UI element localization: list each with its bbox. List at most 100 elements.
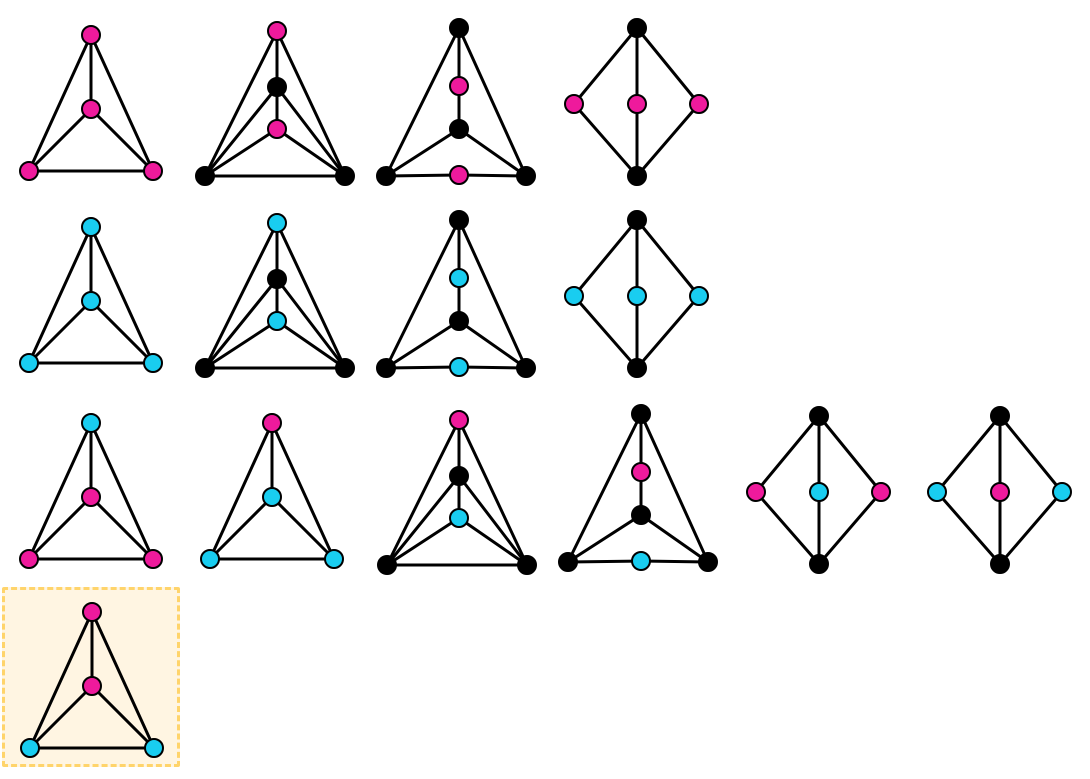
graph-r3-tetra-b bbox=[200, 413, 344, 569]
node-top-cyan bbox=[267, 213, 287, 233]
node-center-cyan bbox=[81, 291, 101, 311]
node-br-black bbox=[516, 358, 536, 378]
edge-top-br bbox=[89, 421, 155, 561]
edge-center-br bbox=[457, 127, 528, 178]
graph-r3-diamond-b bbox=[927, 406, 1072, 574]
edge-top-br bbox=[90, 610, 156, 750]
node-bl-black bbox=[195, 358, 215, 378]
node-top-cyan bbox=[81, 217, 101, 237]
node-br-cyan bbox=[143, 353, 163, 373]
node-center-black bbox=[449, 119, 469, 139]
node-top-magenta bbox=[81, 25, 101, 45]
edge-left-bottom bbox=[754, 490, 821, 566]
node-upper-magenta bbox=[449, 76, 469, 96]
node-left-cyan bbox=[564, 286, 584, 306]
edge-top-bl bbox=[27, 421, 93, 561]
node-right-magenta bbox=[871, 482, 891, 502]
node-upper-cyan bbox=[449, 268, 469, 288]
edge-bl-bottom bbox=[384, 365, 461, 370]
edge-mid-bl bbox=[385, 474, 461, 567]
node-center-black bbox=[449, 311, 469, 331]
edge-center-br bbox=[90, 684, 156, 750]
node-bl-black bbox=[376, 166, 396, 186]
edge-top-left bbox=[935, 414, 1002, 494]
node-mid-black bbox=[267, 269, 287, 289]
edge-center-bl bbox=[27, 107, 93, 173]
node-top-black bbox=[627, 18, 647, 38]
graph-r1-tetra-sub bbox=[195, 21, 355, 186]
node-center-magenta bbox=[990, 482, 1010, 502]
edge-top-bl bbox=[27, 33, 93, 173]
node-br-magenta bbox=[143, 549, 163, 569]
node-center-cyan bbox=[267, 311, 287, 331]
node-center-magenta bbox=[267, 119, 287, 139]
edge-left-bottom bbox=[572, 102, 639, 178]
node-left-cyan bbox=[927, 482, 947, 502]
edge-center-bl bbox=[203, 319, 279, 370]
node-center-cyan bbox=[809, 482, 829, 502]
node-bottom-cyan bbox=[631, 551, 651, 571]
node-br-cyan bbox=[324, 549, 344, 569]
graph-r3-tetra-sub bbox=[377, 410, 537, 575]
node-bottom-black bbox=[990, 554, 1010, 574]
node-bl-cyan bbox=[19, 353, 39, 373]
node-bl-black bbox=[376, 358, 396, 378]
edge-center-br bbox=[457, 516, 529, 567]
node-bl-black bbox=[195, 166, 215, 186]
edge-center-br bbox=[457, 319, 528, 370]
edge-center-br bbox=[275, 319, 347, 370]
edge-center-br bbox=[639, 513, 710, 564]
edge-mid-br bbox=[275, 277, 347, 370]
graph-r2-diamond bbox=[564, 210, 709, 378]
edge-top-bl bbox=[384, 26, 461, 178]
edge-bl-bottom bbox=[566, 559, 643, 564]
edge-right-bottom bbox=[635, 102, 701, 178]
node-br-cyan bbox=[144, 738, 164, 758]
edge-center-bl bbox=[27, 299, 93, 365]
graph-r2-tetra-sub2 bbox=[376, 210, 536, 378]
node-bottom-black bbox=[809, 554, 829, 574]
node-br-black bbox=[517, 555, 537, 575]
node-top-black bbox=[449, 210, 469, 230]
edge-mid-bl bbox=[203, 277, 279, 370]
edge-right-bottom bbox=[635, 294, 701, 370]
node-bottom-black bbox=[627, 166, 647, 186]
edge-top-bl bbox=[203, 29, 279, 178]
edge-top-left bbox=[754, 414, 821, 494]
node-bl-black bbox=[377, 555, 397, 575]
node-center-magenta bbox=[81, 99, 101, 119]
graph-r3-tetra-sub2 bbox=[558, 404, 718, 572]
edge-left-bottom bbox=[572, 294, 639, 370]
edge-right-bottom bbox=[817, 490, 883, 566]
edge-top-br bbox=[275, 29, 347, 178]
graph-r2-tetra-sub bbox=[195, 213, 355, 378]
edge-right-bottom bbox=[998, 490, 1064, 566]
node-bl-magenta bbox=[19, 161, 39, 181]
edge-top-br bbox=[89, 33, 155, 173]
graph-r3-diamond-a bbox=[746, 406, 891, 574]
node-center-black bbox=[631, 505, 651, 525]
edge-bottom-br bbox=[639, 559, 710, 564]
node-center-magenta bbox=[81, 487, 101, 507]
edge-mid-bl bbox=[203, 85, 279, 178]
edge-bottom-br bbox=[457, 365, 528, 370]
edge-top-br bbox=[457, 218, 528, 370]
node-bl-cyan bbox=[200, 549, 220, 569]
edge-center-bl bbox=[384, 319, 461, 370]
edge-top-bl bbox=[27, 225, 93, 365]
edge-top-right bbox=[998, 414, 1064, 494]
node-br-magenta bbox=[143, 161, 163, 181]
edge-left-bottom bbox=[935, 490, 1002, 566]
edge-top-br bbox=[270, 421, 336, 561]
node-br-black bbox=[698, 552, 718, 572]
graph-r2-tetra bbox=[19, 217, 163, 373]
graph-r4-tetra-highlighted bbox=[20, 602, 164, 758]
node-br-black bbox=[335, 166, 355, 186]
edge-center-br bbox=[89, 107, 155, 173]
node-center-cyan bbox=[449, 508, 469, 528]
node-left-magenta bbox=[746, 482, 766, 502]
edge-top-br bbox=[457, 418, 529, 567]
edge-top-br bbox=[457, 26, 528, 178]
node-right-magenta bbox=[689, 94, 709, 114]
node-upper-magenta bbox=[631, 462, 651, 482]
